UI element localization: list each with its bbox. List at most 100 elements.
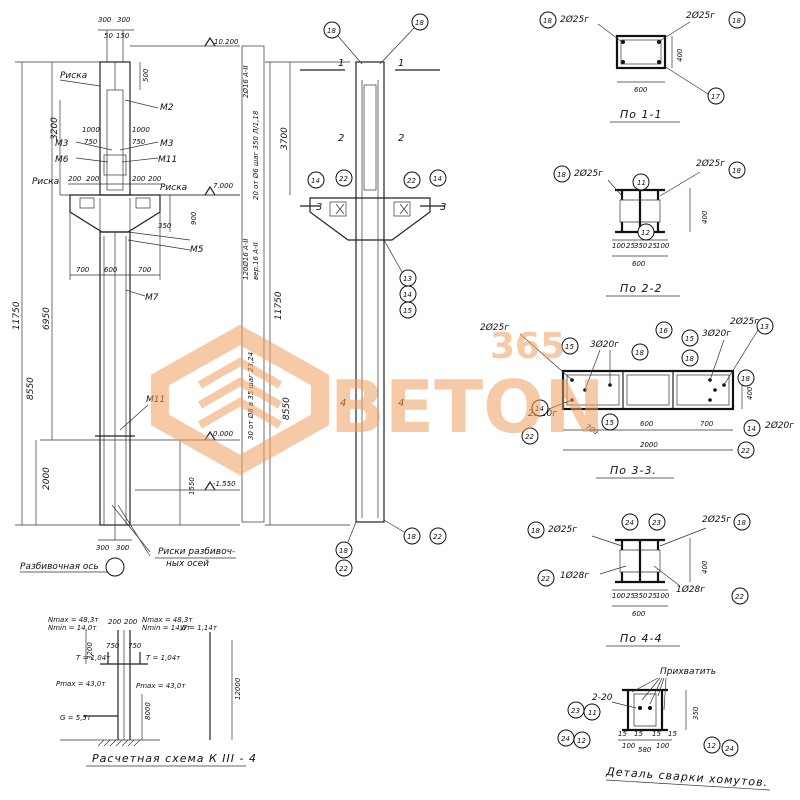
console-dim-200a: 200 <box>68 175 82 183</box>
sec3-mark-14b: 14 <box>747 425 756 433</box>
sec2-width: 600 <box>632 260 646 268</box>
cut-4-right: 4 <box>398 398 404 409</box>
level-ground: 0.000 <box>213 430 234 438</box>
sec4-rebar-b: 2Ø25г <box>702 514 731 525</box>
watermark-brand: BETON <box>330 365 605 449</box>
height-2000: 2000 <box>42 467 52 490</box>
m3-label-a: М3 <box>55 139 69 149</box>
sec1-mark-18a: 18 <box>543 17 552 25</box>
sec2-dim-350: 350 <box>634 242 648 250</box>
top-dim-300a: 300 <box>98 16 112 24</box>
sec3-width-600: 600 <box>640 420 654 428</box>
riska-top-label: Риска <box>60 71 87 81</box>
calc-dim-750b: 750 <box>128 642 142 650</box>
calc-dim-200b: 200 <box>124 618 138 626</box>
sec2-height: 400 <box>701 210 709 224</box>
main-elevation: 11750 8550 6950 3200 2000 300 300 50 150… <box>12 16 265 577</box>
detail-dim-580: 580 <box>638 746 652 754</box>
sec1-mark-17: 17 <box>711 93 720 101</box>
sec3-mark-16: 16 <box>659 327 668 335</box>
calc-title: Расчетная схема К III - 4 <box>92 752 257 765</box>
sec3-width-700b: 700 <box>700 420 714 428</box>
top-dim-50: 50 <box>104 32 113 40</box>
sec3-mark-18b: 18 <box>685 355 694 363</box>
sec3-title: По 3-3. <box>610 464 657 477</box>
detail-mark-12b: 12 <box>707 742 716 750</box>
sec3-mark-18a: 18 <box>635 349 644 357</box>
section-3-3: 700 600 700 2000 400 2Ø25г 3Ø20г 3Ø20г 2… <box>480 316 794 479</box>
level-top: 10.200 <box>214 38 239 46</box>
sec1-title: По 1-1 <box>620 108 662 121</box>
calc-load-left-1: Nmax = 48,3т <box>48 616 99 624</box>
bottom-dim-300b: 300 <box>116 544 130 552</box>
console-dim-750b: 750 <box>132 138 146 146</box>
sec2-mark-18b: 18 <box>732 167 741 175</box>
sec4-height: 400 <box>701 560 709 574</box>
sec4-mark-22b: 22 <box>735 593 744 601</box>
section-4-4: 100 25 350 25 100 600 400 2Ø25г 2Ø25г 1Ø… <box>527 513 751 647</box>
riska-right-label: Риска <box>160 183 187 193</box>
calc-g: G = 5,5т <box>60 714 92 722</box>
height-6950: 6950 <box>42 307 52 330</box>
cut-3-right: 3 <box>440 202 446 213</box>
detail-label: Прихватить <box>660 667 716 677</box>
sec1-height: 400 <box>676 48 684 62</box>
side-mark-15: 15 <box>403 307 412 315</box>
console-dim-200b: 200 <box>86 175 100 183</box>
calc-p-right: Pmax = 43,0т <box>136 682 186 690</box>
side-height-11750: 11750 <box>274 291 284 320</box>
sec4-mark-18a: 18 <box>531 527 540 535</box>
side-mark-18a: 18 <box>327 27 336 35</box>
section-1-1: 600 400 2Ø25г 2Ø25г 18 18 17 По 1-1 <box>539 10 746 123</box>
detail-mark-12a: 12 <box>577 737 586 745</box>
sec3-width-total: 2000 <box>640 441 658 449</box>
sec2-dim-100a: 100 <box>612 242 626 250</box>
vnote-1: 2Ø16 А-II <box>242 65 250 98</box>
vnote-4: вер.16 А-II <box>252 242 260 280</box>
sec3-mark-18c: 18 <box>741 375 750 383</box>
sec2-rebar-b: 2Ø25г <box>696 158 725 169</box>
sec4-mark-24: 24 <box>625 519 634 527</box>
sec4-dim-100a: 100 <box>612 592 626 600</box>
sec3-mark-15c: 15 <box>605 419 614 427</box>
m2-label: М2 <box>160 103 174 113</box>
vnote-5: 30 от Ø8 в 35 шаг 23,24 <box>247 352 255 440</box>
vnote-2: 20 от Ø6 шаг 350 Л/1,18 <box>252 110 260 200</box>
sec1-width: 600 <box>634 86 648 94</box>
sec3-rebar-d: 2Ø25г <box>730 316 759 327</box>
detail-dim-15a: 15 <box>618 730 627 738</box>
sec3-mark-13: 13 <box>760 323 769 331</box>
riska-left-label: Риска <box>32 177 59 187</box>
calc-p-left: Pmax = 43,0т <box>56 680 106 688</box>
sec4-rebar-c: 1Ø28г <box>560 570 589 581</box>
calc-dim-200a: 200 <box>108 618 122 626</box>
sec3-mark-14a: 14 <box>535 405 544 413</box>
section-2-2: 100 25 350 25 100 600 400 2Ø25г 2Ø25г 18… <box>553 158 746 297</box>
cut-4-left: 4 <box>340 398 346 409</box>
sec2-dim-100b: 100 <box>656 242 670 250</box>
m7-label: М7 <box>145 293 159 303</box>
sec4-rebar-a: 2Ø25г <box>548 524 577 535</box>
top-dim-300b: 300 <box>117 16 131 24</box>
dim-900: 900 <box>190 211 198 225</box>
detail-mark-11: 11 <box>588 709 597 717</box>
height-11750: 11750 <box>12 301 22 330</box>
watermark-number: 365 <box>490 326 565 367</box>
side-view: 3700 11750 8550 1 1 2 2 3 3 4 4 18 18 14… <box>265 13 447 577</box>
calc-dim-750a: 750 <box>106 642 120 650</box>
console-dim-200d: 200 <box>148 175 162 183</box>
risk-axes-label-2: ных осей <box>166 559 209 569</box>
width-700b: 700 <box>138 266 152 274</box>
sec4-width: 600 <box>632 610 646 618</box>
bottom-dim-300a: 300 <box>96 544 110 552</box>
m11-label-a: М11 <box>158 155 177 165</box>
level-console: 7.000 <box>213 182 234 190</box>
side-height-8550: 8550 <box>282 397 292 420</box>
sec1-rebar-b: 2Ø25г <box>686 10 715 21</box>
dim-500: 500 <box>142 68 150 82</box>
detail-dim-100b: 100 <box>656 742 670 750</box>
watermark: BETON 365 <box>151 324 605 476</box>
cut-2-left: 2 <box>338 133 344 144</box>
